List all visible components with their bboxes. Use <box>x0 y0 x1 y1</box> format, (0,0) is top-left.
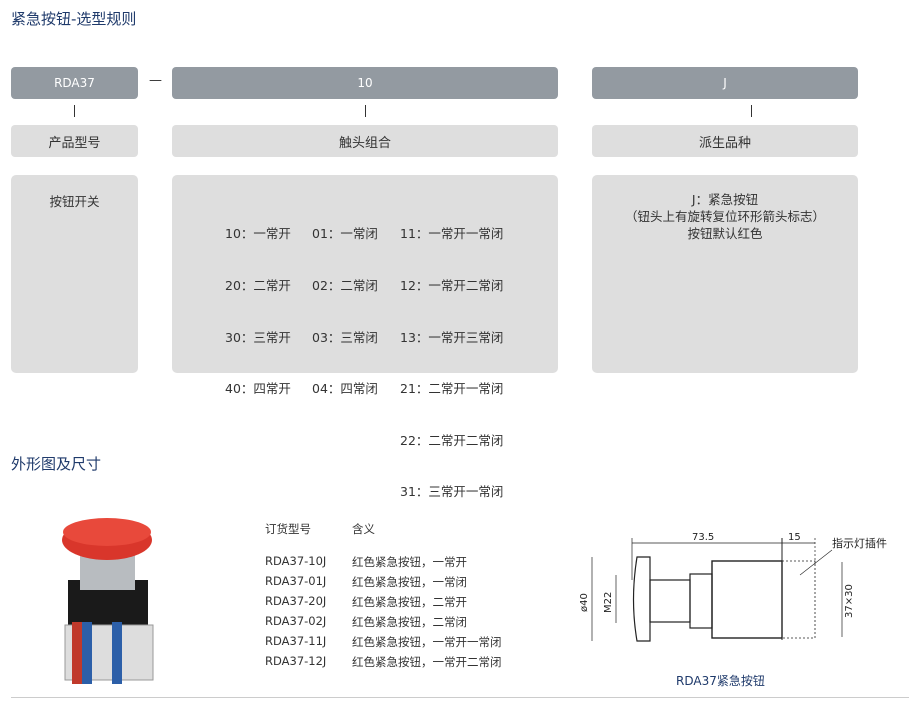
dimension-drawing: 73.5 15 指示灯插件 ø40 M22 37×30 <box>579 532 887 642</box>
table-cell-meaning: 红色紧急按钮，二常闭 <box>352 615 467 629</box>
contact-option: 20：二常开 <box>225 278 291 294</box>
variant-line: J：紧急按钮 <box>691 192 759 207</box>
contact-option: 02：二常闭 <box>312 278 378 294</box>
dim-length: 73.5 <box>692 532 714 543</box>
label-contacts: 触头组合 <box>172 125 558 157</box>
variant-line: 按钮默认红色 <box>687 226 763 241</box>
table-cell-model: RDA37-01J <box>265 574 327 588</box>
table-cell-meaning: 红色紧急按钮，二常开 <box>352 595 467 609</box>
table-cell-meaning: 红色紧急按钮，一常开一常闭 <box>352 635 502 649</box>
code-part-contacts: 10 <box>172 67 558 99</box>
section-title-dimensions: 外形图及尺寸 <box>11 455 102 473</box>
table-cell-model: RDA37-20J <box>265 594 327 608</box>
connector-line <box>751 105 752 117</box>
code-part-model: RDA37 <box>11 67 138 99</box>
table-cell-model: RDA37-02J <box>265 614 327 628</box>
table-cell-meaning: 红色紧急按钮，一常开 <box>352 555 467 569</box>
table-cell-model: RDA37-10J <box>265 554 327 568</box>
contact-option: 04：四常闭 <box>312 381 378 397</box>
label-variant: 派生品种 <box>592 125 858 157</box>
divider <box>11 697 909 698</box>
detail-model-text: 按钮开关 <box>49 194 100 209</box>
table-cell-model: RDA37-12J <box>265 654 327 668</box>
contact-option: 10：一常开 <box>225 226 291 242</box>
contact-option: 31：三常开一常闭 <box>400 484 504 500</box>
detail-model: 按钮开关 <box>11 175 138 373</box>
code-part-variant: J <box>592 67 858 99</box>
variant-line: （钮头上有旋转复位环形箭头标志） <box>624 209 825 224</box>
table-header-model: 订货型号 <box>265 522 311 536</box>
contacts-col-nc: 01：一常闭 02：二常闭 03：三常闭 04：四常闭 <box>312 191 378 432</box>
contacts-col-no: 10：一常开 20：二常开 30：三常开 40：四常开 <box>225 191 291 432</box>
connector-line <box>365 105 366 117</box>
contact-option: 30：三常开 <box>225 329 291 345</box>
drawing-caption: RDA37紧急按钮 <box>676 674 765 688</box>
table-cell-meaning: 红色紧急按钮，一常开二常闭 <box>352 655 502 669</box>
dim-plug: 15 <box>788 532 801 543</box>
table-cell-meaning: 红色紧急按钮，一常闭 <box>352 575 467 589</box>
contact-option: 40：四常开 <box>225 381 291 397</box>
detail-variant: J：紧急按钮 （钮头上有旋转复位环形箭头标志） 按钮默认红色 <box>592 175 858 373</box>
contact-option: 13：一常开三常闭 <box>400 329 504 345</box>
dim-body: 37×30 <box>844 584 855 618</box>
contact-option: 01：一常闭 <box>312 226 378 242</box>
code-separator: — <box>149 73 162 88</box>
contact-option: 22：二常开二常闭 <box>400 432 504 448</box>
table-cell-model: RDA37-11J <box>265 634 327 648</box>
connector-line <box>74 105 75 117</box>
contact-option: 21：二常开一常闭 <box>400 381 504 397</box>
dim-callout: 指示灯插件 <box>832 536 887 550</box>
dim-diameter: ø40 <box>579 593 590 612</box>
contact-option: 03：三常闭 <box>312 329 378 345</box>
label-model: 产品型号 <box>11 125 138 157</box>
dim-thread: M22 <box>603 592 614 613</box>
contact-option: 12：一常开二常闭 <box>400 278 504 294</box>
section-title-selection: 紧急按钮-选型规则 <box>11 10 137 28</box>
contact-option: 11：一常开一常闭 <box>400 226 504 242</box>
table-header-meaning: 含义 <box>352 522 375 536</box>
product-photo <box>62 518 154 684</box>
detail-contacts: 10：一常开 20：二常开 30：三常开 40：四常开 01：一常闭 02：二常… <box>172 175 558 499</box>
contacts-col-mixed: 11：一常开一常闭 12：一常开二常闭 13：一常开三常闭 21：二常开一常闭 … <box>400 191 503 535</box>
